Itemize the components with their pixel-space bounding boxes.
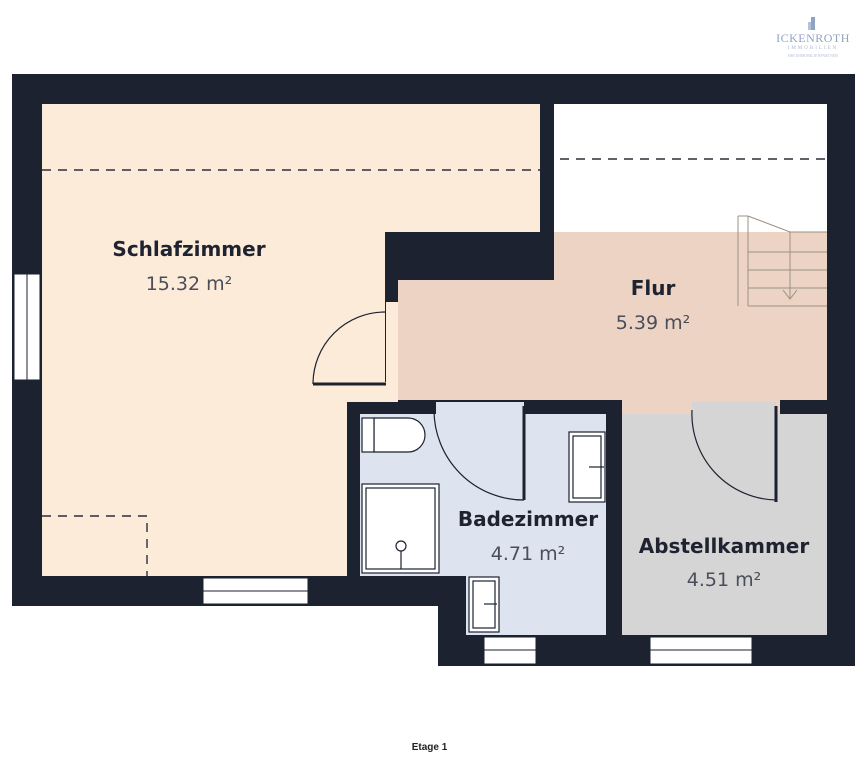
- bathroom-cabinet: [468, 576, 500, 633]
- room-area-flur: 5.39 m²: [616, 312, 690, 334]
- brand-tagline: IHR IMMOBILIENPARTNER: [788, 53, 838, 58]
- room-area-abstellkammer: 4.51 m²: [687, 569, 761, 591]
- abstellkammer-floor: [622, 414, 827, 635]
- sink: [568, 431, 606, 503]
- schlafzimmer-floor: [42, 104, 540, 576]
- stairs: [737, 215, 827, 307]
- slope-line-corner: [42, 515, 148, 576]
- building-icon: [808, 17, 815, 30]
- brand-logo: ICKENROTH IMMOBILIEN IHR IMMOBILIENPARTN…: [770, 16, 856, 58]
- door-badezimmer: [433, 402, 526, 501]
- toilet: [361, 417, 426, 453]
- room-name-flur: Flur: [631, 276, 676, 300]
- room-name-schlafzimmer: Schlafzimmer: [112, 237, 265, 261]
- room-area-schlafzimmer: 15.32 m²: [146, 273, 233, 295]
- door-abstellkammer: [691, 402, 778, 502]
- room-area-badezimmer: 4.71 m²: [491, 543, 565, 565]
- brand-subtitle: IMMOBILIEN: [787, 46, 839, 51]
- flur-floor: [398, 232, 827, 414]
- floor-label: Etage 1: [411, 742, 448, 753]
- room-name-badezimmer: Badezimmer: [458, 507, 598, 531]
- brand-name: ICKENROTH: [776, 31, 850, 45]
- stairwell-void: [554, 104, 827, 232]
- room-name-abstellkammer: Abstellkammer: [639, 534, 810, 558]
- shower: [361, 483, 440, 574]
- windows: [13, 273, 753, 665]
- door-schlafzimmer: [312, 302, 398, 386]
